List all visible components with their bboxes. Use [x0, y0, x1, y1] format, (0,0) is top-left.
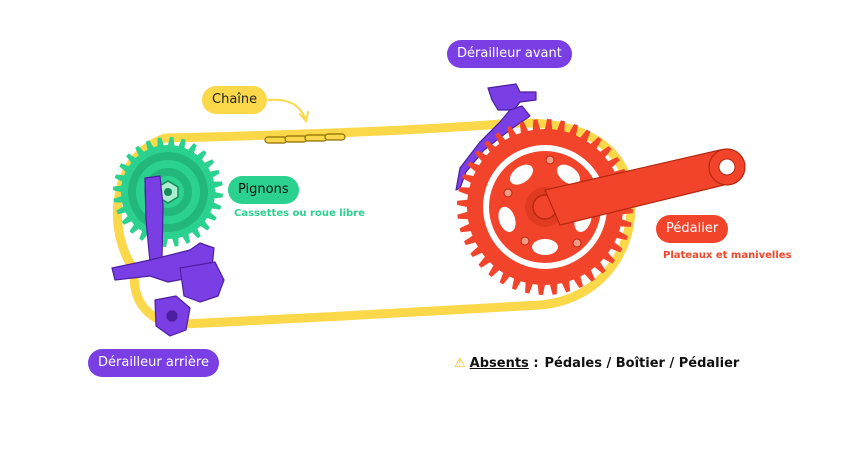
chainring-cutout [498, 206, 516, 233]
missing-parts-label: Absents [469, 356, 529, 371]
missing-parts-note: ⚠Absents : Pédales / Boîtier / Pédalier [454, 356, 739, 371]
missing-parts-separator: : [533, 356, 539, 371]
crank-arm [544, 148, 746, 226]
chainring-cutout [532, 239, 558, 255]
front-derailleur-label: Dérailleur avant [447, 40, 572, 68]
crankset-sublabel: Plateaux et manivelles [663, 250, 792, 261]
missing-parts-list: Pédales / Boîtier / Pédalier [544, 356, 740, 371]
chain-arrow-head [299, 111, 309, 124]
sprockets-label: Pignons [228, 176, 299, 204]
crankset-label: Pédalier [656, 215, 729, 243]
chain-links [264, 133, 346, 144]
chainring-cutout [509, 164, 534, 185]
rear-derailleur [111, 175, 225, 337]
front-derailleur [455, 83, 537, 191]
chainring-cutout [556, 164, 581, 185]
warning-icon: ⚠ [454, 356, 466, 371]
sprockets-cassette [113, 137, 223, 247]
sprockets-sublabel: Cassettes ou roue libre [234, 208, 365, 219]
rear-derailleur-label: Dérailleur arrière [88, 349, 219, 377]
chain-label: Chaîne [202, 86, 268, 114]
chain-arrow [267, 98, 306, 119]
